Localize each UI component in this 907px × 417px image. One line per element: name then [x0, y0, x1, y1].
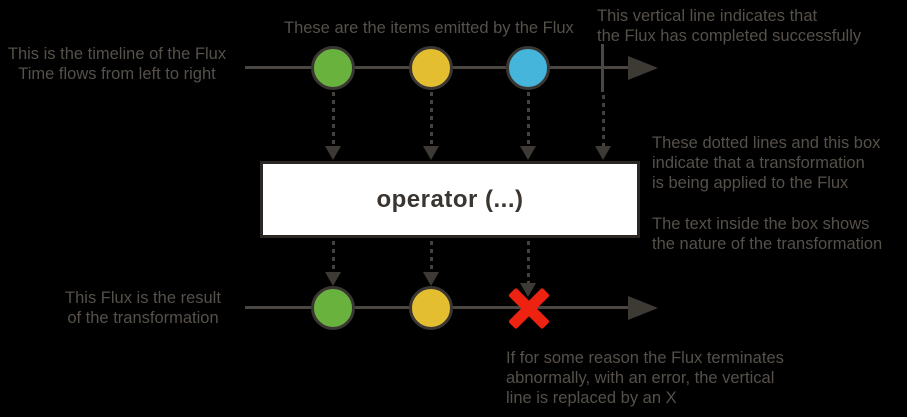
- dashed-arrow-head-icon: [423, 272, 439, 286]
- transform-caption: These dotted lines and this box indicate…: [652, 134, 881, 192]
- source-complete-tick: [601, 44, 604, 92]
- source-marble-yellow: [409, 46, 453, 90]
- source-marble-green: [311, 46, 355, 90]
- dashed-arrow-line: [332, 241, 335, 272]
- box-text-caption: The text inside the box shows the nature…: [652, 215, 883, 253]
- source-marble-blue: [506, 46, 550, 90]
- dashed-arrow-line: [602, 95, 605, 146]
- result-marble-green: [311, 286, 355, 330]
- dashed-arrow-head-icon: [595, 146, 611, 160]
- dashed-arrow-line: [527, 241, 530, 283]
- dashed-arrow-head-icon: [520, 283, 536, 297]
- error-caption: If for some reason the Flux terminates a…: [506, 349, 784, 407]
- dashed-arrow-head-icon: [423, 146, 439, 160]
- dashed-arrow-line: [527, 92, 530, 146]
- operator-box-label: operator (...): [376, 185, 524, 213]
- dashed-arrow-head-icon: [325, 146, 341, 160]
- error-x-icon: [505, 284, 553, 332]
- complete-caption: This vertical line indicates that the Fl…: [597, 7, 862, 45]
- dashed-arrow-line: [332, 92, 335, 146]
- operator-box: operator (...): [260, 161, 640, 238]
- dashed-arrow-head-icon: [520, 146, 536, 160]
- dashed-arrow-line: [430, 92, 433, 146]
- dashed-arrow-line: [430, 241, 433, 272]
- items-caption: These are the items emitted by the Flux: [284, 19, 574, 37]
- source-timeline-arrowhead-icon: [628, 56, 658, 80]
- dashed-arrow-head-icon: [325, 272, 341, 286]
- result-marble-yellow: [409, 286, 453, 330]
- result-label: This Flux is the result of the transform…: [65, 289, 221, 327]
- result-timeline-arrowhead-icon: [628, 296, 658, 320]
- timeline-label: This is the timeline of the Flux Time fl…: [7, 45, 227, 83]
